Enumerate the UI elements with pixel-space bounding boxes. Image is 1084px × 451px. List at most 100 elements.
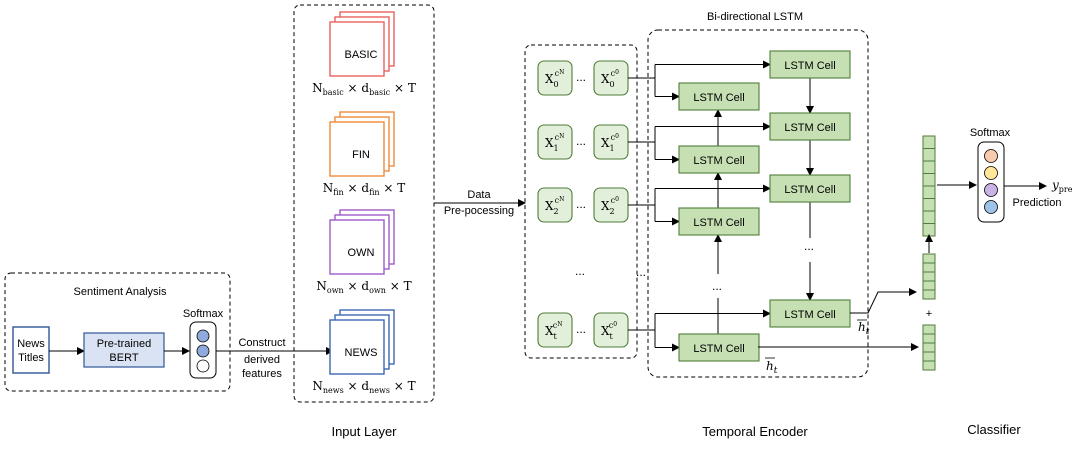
x-row-ellipsis: ... (576, 197, 586, 211)
vector-unit (922, 324, 936, 335)
encoder-dots-input: ... (636, 265, 646, 279)
classifier-softmax-dots (984, 149, 998, 214)
lstm-cell-box (769, 112, 851, 141)
lstm-cell-label: LSTM Cell (784, 309, 835, 321)
inputs-vertical-dots: ... (575, 264, 585, 278)
vector-unit (922, 253, 936, 264)
lstm-cell-forward: LSTM Cell (769, 112, 851, 141)
classifier-softmax-box (977, 141, 1005, 223)
data-label-line1: Data (467, 189, 491, 201)
lstm-cell-box (678, 333, 760, 362)
classifier-group: + Softmax ypre Prediction Classifier (758, 127, 1073, 437)
vector-unit (922, 135, 936, 149)
vector-unit (922, 185, 936, 199)
block-label: BASIC (344, 49, 377, 61)
x-cell-left: X2cN (537, 187, 573, 223)
x-cell-label: Xtc0 (601, 321, 617, 341)
classifier-caption: Classifier (967, 422, 1021, 437)
x-cell-left: X1cN (537, 124, 573, 160)
sentiment-softmax-dot (196, 329, 210, 343)
classifier-softmax-dot (984, 200, 998, 214)
sentiment-softmax-dot (196, 359, 210, 373)
lstm-cell-box (678, 145, 760, 174)
sentiment-softmax-label: Softmax (183, 308, 224, 320)
bert-line1: Pre-trained (97, 338, 151, 350)
input-layer-caption: Input Layer (331, 424, 397, 439)
lstm-cell-label: LSTM Cell (693, 92, 744, 104)
x-cells: X0cN X0c0... X1cN X1c0... X2cN X2c0... XtcN Xtc… (537, 60, 629, 348)
lstm-wires (628, 60, 814, 352)
data-label-line2: Pre-pocessing (444, 205, 514, 217)
x-cell-box (593, 312, 629, 348)
input-block-basic: BASIC Nbasic × dbasic × T (312, 11, 416, 97)
h-forward-label: ht (858, 320, 870, 337)
vector-unit (922, 223, 936, 237)
lstm-cell-backward: LSTM Cell (678, 82, 760, 111)
encoder-dots-forward: ... (804, 239, 814, 253)
block-layer (329, 319, 385, 375)
x-cell-right: X0c0 (593, 60, 629, 96)
bert-line2: BERT (109, 352, 138, 364)
concat-plus: + (926, 308, 932, 320)
x-cell-box (593, 187, 629, 223)
block-layer (329, 219, 385, 275)
construct-line3: features (242, 368, 282, 380)
vector-unit (922, 262, 936, 273)
vector-unit (922, 360, 936, 371)
news-titles-line2: Titles (18, 352, 44, 364)
lstm-cell-box (678, 82, 760, 111)
h-backward-label: ht (766, 359, 778, 376)
news-titles-line1: News (17, 338, 45, 350)
lstm-cell-label: LSTM Cell (693, 155, 744, 167)
sentiment-analysis-group: Sentiment Analysis News Titles Pre-train… (4, 272, 231, 392)
lstm-cell-forward: LSTM Cell (769, 50, 851, 79)
bert-box (83, 332, 165, 368)
forward-hidden-vector (922, 253, 936, 300)
lstm-cell-forward: LSTM Cell (769, 174, 851, 203)
vector-unit (922, 173, 936, 187)
output-label: ypre (1051, 178, 1073, 194)
input-features-dashed-box (524, 44, 638, 359)
input-block-news: NEWS Nnews × dnews × T (312, 309, 416, 395)
x-cell-label: X0c0 (601, 69, 619, 89)
x-cell-right: X1c0 (593, 124, 629, 160)
construct-line1: Construct (238, 337, 285, 349)
x-cell-right: Xtc0 (593, 312, 629, 348)
lstm-cell-backward: LSTM Cell (678, 145, 760, 174)
lstm-cell-box (678, 207, 760, 236)
block-dimensions: Nbasic × dbasic × T (312, 81, 416, 97)
vector-unit (922, 342, 936, 353)
x-cell-label: X1c0 (601, 133, 619, 153)
x-cell-label: X0cN (545, 69, 564, 89)
x-row-ellipsis: ... (576, 70, 586, 84)
block-label: NEWS (345, 347, 378, 359)
encoder-title: Bi-directional LSTM (707, 11, 803, 23)
classifier-softmax-dot (984, 149, 998, 163)
construct-line2: derived (244, 354, 280, 366)
wire-forward-to-vec (850, 288, 917, 314)
block-label: OWN (348, 247, 375, 259)
lstm-cell-label: LSTM Cell (693, 343, 744, 355)
news-titles-box (12, 326, 50, 374)
x-cell-right: X2c0 (593, 187, 629, 223)
vector-unit (922, 289, 936, 300)
lstm-cell-box (769, 174, 851, 203)
x-cell-label: X2cN (545, 196, 564, 216)
encoder-dashed-box (647, 29, 869, 378)
encoder-caption: Temporal Encoder (702, 424, 808, 439)
lstm-cell-label: LSTM Cell (784, 60, 835, 72)
concat-vector (922, 135, 936, 237)
lstm-cell-label: LSTM Cell (784, 122, 835, 134)
sentiment-title: Sentiment Analysis (74, 286, 167, 298)
vector-unit (922, 210, 936, 224)
block-dimensions: Nnews × dnews × T (312, 379, 415, 395)
lstm-cell-box (769, 50, 851, 79)
x-cell-label: X1cN (545, 133, 564, 153)
block-label: FIN (352, 149, 370, 161)
x-cell-label: XtcN (545, 321, 563, 341)
input-features-group: X0cN X0c0... X1cN X1c0... X2cN X2c0... XtcN Xtc… (524, 44, 638, 359)
x-cell-box (537, 312, 573, 348)
